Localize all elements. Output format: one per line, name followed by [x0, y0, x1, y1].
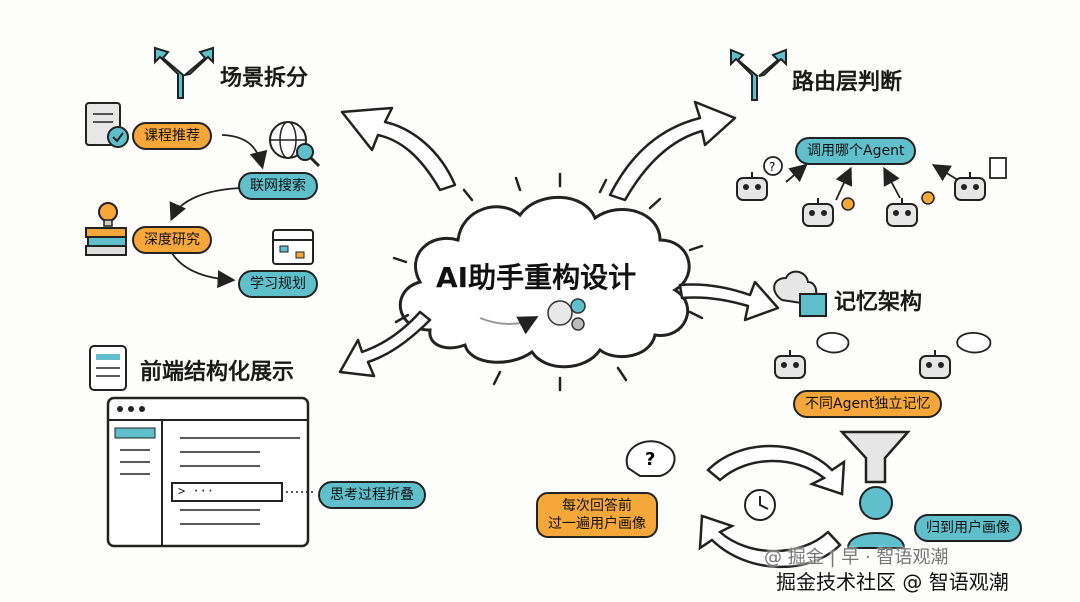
link-agent3	[883, 166, 901, 199]
pill-review-profile: 每次回答前 过一遍用户画像	[536, 492, 658, 538]
split-arrow-icon	[154, 46, 214, 99]
svg-text:?: ?	[769, 160, 775, 174]
arrow-to-routing	[608, 100, 737, 202]
flow-research-to-plan	[169, 249, 236, 289]
lightbulb-books-icon	[85, 202, 127, 256]
watermark-line-2: 掘金技术社区 @ 智语观潮	[776, 570, 1009, 594]
center-cloud	[392, 172, 704, 392]
link-agent1	[785, 163, 808, 183]
robot-agent-icons: ?	[736, 156, 1007, 227]
arrow-to-scene	[340, 106, 457, 192]
link-agent4	[931, 164, 959, 182]
topic-frontend: 前端结构化展示	[140, 360, 295, 385]
brain-folder-icon	[773, 270, 827, 317]
arrow-to-memory	[678, 280, 780, 322]
link-agent2	[835, 166, 853, 201]
review-line-1: 每次回答前	[562, 498, 632, 514]
pill-user-profile: 归到用户画像	[914, 514, 1022, 542]
pill-research: 深度研究	[132, 226, 212, 254]
pill-plan: 学习规划	[238, 270, 318, 298]
flow-course-to-search	[221, 134, 268, 170]
pill-search: 联网搜索	[238, 172, 318, 200]
book-check-icon	[85, 102, 129, 148]
center-title: AI助手重构设计	[436, 261, 637, 294]
pill-separate-memory: 不同Agent独立记忆	[793, 390, 943, 418]
code-row: > ···	[178, 484, 215, 498]
calendar-icon	[272, 229, 314, 265]
cycle-arrow-bottom	[698, 514, 842, 569]
cycle-arrow-top	[706, 444, 846, 496]
watermark-line-1: @ 掘金 | 早 · 智语观潮	[764, 547, 949, 568]
pill-fold-thinking: 思考过程折叠	[318, 481, 426, 509]
tablet-icon	[89, 345, 127, 391]
review-line-2: 过一遍用户画像	[548, 516, 646, 532]
clock-icon	[744, 489, 776, 521]
topic-memory: 记忆架构	[834, 290, 923, 315]
browser-window	[106, 396, 315, 548]
user-profile-icon	[846, 486, 906, 549]
svg-text:?: ?	[645, 449, 655, 470]
globe-search-icon	[269, 121, 321, 168]
pill-routing: 调用哪个Agent	[795, 137, 917, 165]
pill-course: 课程推荐	[132, 122, 212, 150]
routing-split-icon	[730, 48, 787, 101]
funnel-icon	[839, 430, 911, 484]
question-bubble-icon: ?	[625, 440, 676, 477]
arrow-to-frontend	[338, 310, 432, 378]
flow-search-to-research	[169, 187, 241, 222]
memory-robots	[774, 332, 992, 379]
topic-scene-split: 场景拆分	[220, 66, 309, 91]
topic-routing: 路由层判断	[792, 70, 903, 95]
